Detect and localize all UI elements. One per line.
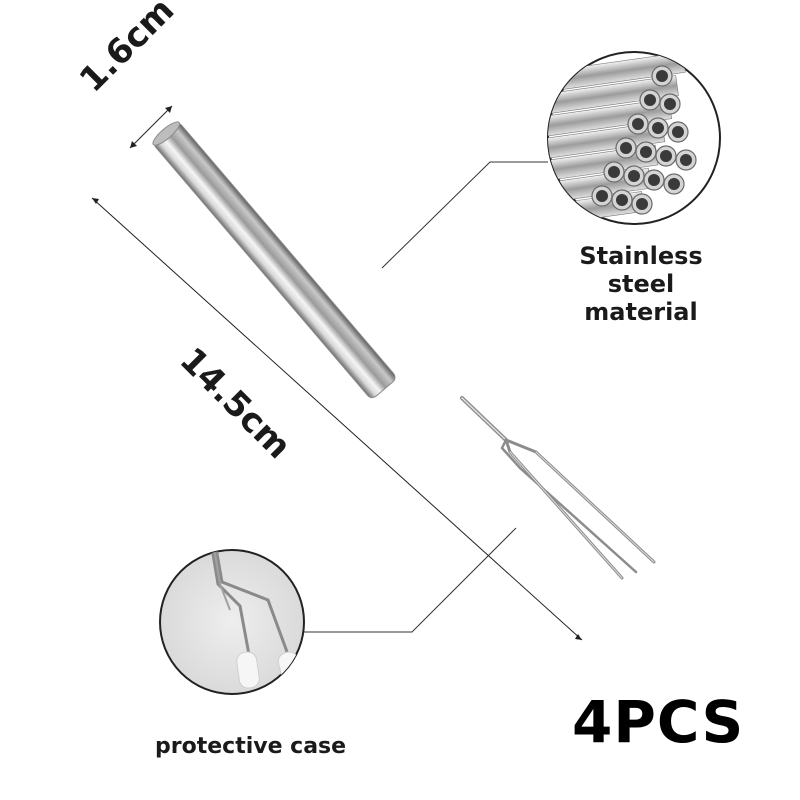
material-callout-line — [381, 161, 548, 269]
quantity-label: 4PCS — [572, 688, 745, 756]
case-callout-line — [302, 527, 517, 633]
material-callout-label: Stainless steel material — [579, 242, 703, 326]
protective-case-label: protective case — [155, 734, 347, 759]
length-dimension-line — [91, 197, 583, 641]
fork-handle — [152, 121, 396, 399]
fork-tines — [460, 396, 656, 580]
width-dimension-line — [129, 105, 173, 149]
protective-case-image — [159, 549, 305, 695]
steel-tubes-image — [547, 51, 721, 225]
